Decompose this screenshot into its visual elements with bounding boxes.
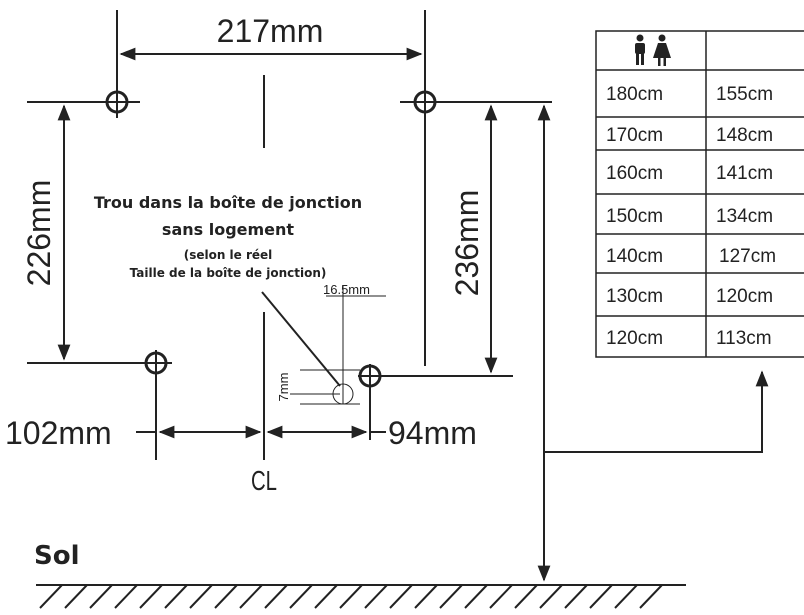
- hatch-mark: [614, 584, 638, 609]
- table-cell: 127cm: [719, 246, 776, 267]
- table-cell: 141cm: [716, 163, 773, 184]
- table-cell: 155cm: [716, 84, 773, 105]
- man-icon: [635, 34, 645, 65]
- hatch-mark: [464, 584, 488, 609]
- hatch-mark: [89, 584, 113, 609]
- floor-label: Sol: [34, 541, 80, 571]
- table-cell: 134cm: [716, 206, 773, 227]
- hatch-mark: [489, 584, 513, 609]
- hatch-mark: [264, 584, 288, 609]
- woman-icon: [653, 34, 671, 66]
- table-cell: 148cm: [716, 125, 773, 146]
- hatch-mark: [114, 584, 138, 609]
- hatch-mark: [539, 584, 563, 609]
- table-cell: 170cm: [606, 125, 663, 146]
- table-cell: 150cm: [606, 206, 663, 227]
- hole-diameter-label: 16.5mm: [323, 282, 370, 297]
- hatch-mark: [639, 584, 663, 609]
- hatch-mark: [414, 584, 438, 609]
- hatch-mark: [139, 584, 163, 609]
- table-cell: 113cm: [716, 328, 772, 349]
- note-sub-1: (selon le réel: [184, 248, 273, 262]
- centerline-label: CL: [251, 465, 277, 496]
- hatch-mark: [589, 584, 613, 609]
- hatch-mark: [164, 584, 188, 609]
- floor-hatch: [39, 584, 663, 609]
- right-offset-label: 94mm: [388, 415, 477, 451]
- hatch-mark: [439, 584, 463, 609]
- hatch-mark: [289, 584, 313, 609]
- table-cell: 160cm: [606, 163, 663, 184]
- right-height-label: 236mm: [449, 190, 485, 297]
- hole-offset-label: 7mm: [276, 373, 291, 402]
- hatch-mark: [564, 584, 588, 609]
- table-cell: 130cm: [606, 286, 663, 307]
- left-offset-label: 102mm: [5, 415, 112, 451]
- height-table: 180cm 155cm 170cm 148cm 160cm 141cm 150c…: [595, 30, 804, 358]
- table-cell: 120cm: [606, 328, 663, 349]
- hole-detail: [290, 286, 386, 405]
- table-cell: 140cm: [606, 246, 663, 267]
- hatch-mark: [239, 584, 263, 609]
- hatch-mark: [339, 584, 363, 609]
- hatch-mark: [64, 584, 88, 609]
- note-line-2: sans logement: [162, 220, 295, 239]
- hatch-mark: [389, 584, 413, 609]
- note-leader-line: [261, 291, 341, 387]
- table-pointer-line: [544, 370, 769, 453]
- hatch-mark: [39, 584, 63, 609]
- hatch-mark: [364, 584, 388, 609]
- note-line-1: Trou dans la boîte de jonction: [94, 193, 362, 212]
- left-height-label: 226mm: [21, 180, 57, 287]
- hatch-mark: [214, 584, 238, 609]
- hatch-mark: [189, 584, 213, 609]
- table-cell: 180cm: [606, 84, 663, 105]
- top-width-label: 217mm: [217, 13, 324, 49]
- hatch-mark: [314, 584, 338, 609]
- table-cell: 120cm: [716, 286, 773, 307]
- note-sub-2: Taille de la boîte de jonction): [130, 266, 327, 280]
- hatch-mark: [514, 584, 538, 609]
